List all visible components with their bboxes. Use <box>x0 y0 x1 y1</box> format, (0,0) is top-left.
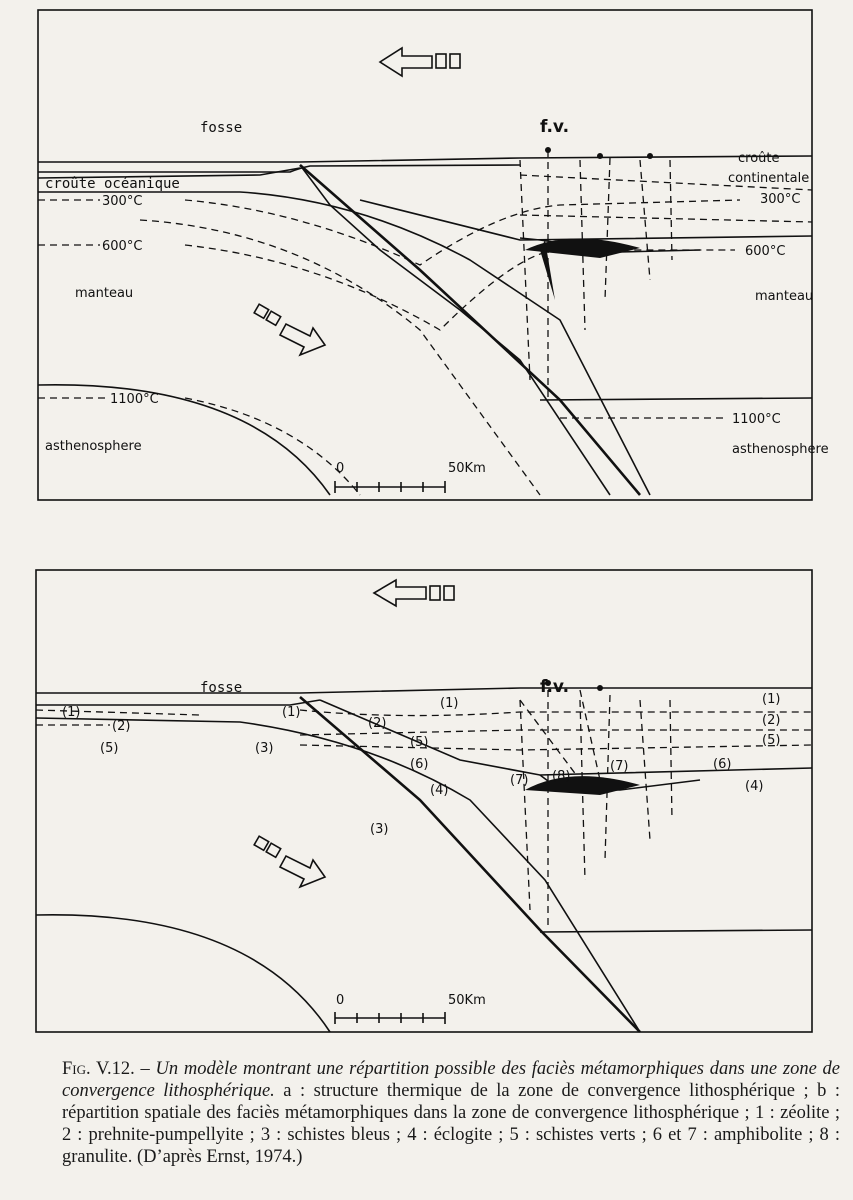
facies-label: (4) <box>430 783 448 798</box>
scale-bar: 0 50Km <box>334 993 486 1024</box>
figure-number: Fig. V.12. – <box>62 1059 150 1079</box>
facies-label: (5) <box>762 733 780 748</box>
fosse-label: fosse <box>200 120 242 136</box>
subduction-arrow <box>253 303 327 357</box>
magma-bodies <box>519 680 673 930</box>
facies-label: (2) <box>112 719 130 734</box>
facies-label: (8) <box>552 769 570 784</box>
magma-bodies <box>519 147 673 400</box>
figure-caption: Fig. V.12. – Un modèle montrant une répa… <box>62 1058 840 1168</box>
scale-end-label: 50Km <box>448 461 486 476</box>
facies-label: (5) <box>410 735 428 750</box>
continental-crust-label-1: croûte <box>738 151 780 166</box>
fosse-label: fosse <box>200 680 242 696</box>
facies-label: (4) <box>745 779 763 794</box>
scale-zero-label: 0 <box>336 461 344 476</box>
facies-label: (3) <box>370 822 388 837</box>
facies-label: (1) <box>762 692 780 707</box>
asthenosphere-label-left: asthenosphere <box>45 439 142 454</box>
volcanic-front-label: f.v. <box>540 117 569 137</box>
facies-label: (6) <box>410 757 428 772</box>
panel-b-frame <box>35 569 813 1033</box>
volcanic-front-label: f.v. <box>540 677 569 697</box>
plate-motion-arrow-left <box>372 578 455 608</box>
panel-a-thermal-structure: 0 50Km fosse f.v. croûte océanique croût… <box>37 9 829 501</box>
figure-diagrams: 0 50Km fosse f.v. croûte océanique croût… <box>35 9 829 1033</box>
scale-zero-label: 0 <box>336 993 344 1008</box>
facies-label: (2) <box>762 713 780 728</box>
scale-end-label: 50Km <box>448 993 486 1008</box>
isotherm-1100-right: 1100°C <box>732 412 781 427</box>
facies-label: (7) <box>510 773 528 788</box>
facies-label: (1) <box>62 705 80 720</box>
facies-label: (1) <box>440 696 458 711</box>
facies-labels: (1) (2) (5) (3) (1) (2) (5) (6) (4) (3) … <box>62 692 780 837</box>
isotherm-300-left: 300°C <box>102 194 142 209</box>
mantle-label-right: manteau <box>755 289 813 304</box>
continental-crust-label-2: continentale <box>728 171 809 186</box>
subduction-arrow <box>253 835 327 889</box>
scale-bar: 0 50Km <box>334 461 486 493</box>
caption-title: Un modèle montrant une répartition possi… <box>62 1059 840 1101</box>
facies-label: (6) <box>713 757 731 772</box>
isotherm-300-right: 300°C <box>760 192 800 207</box>
panel-b-metamorphic-facies: 0 50Km fosse f.v. (1) (2) (5) (3) (1) (2… <box>35 569 813 1033</box>
facies-label: (3) <box>255 741 273 756</box>
caption-body: a : structure thermique de la zone de co… <box>62 1081 840 1167</box>
asthenosphere-label-right: asthenosphere <box>732 442 829 457</box>
oceanic-crust-label: croûte océanique <box>45 176 180 192</box>
plate-motion-arrow-left <box>378 46 461 78</box>
isotherm-600-right: 600°C <box>745 244 785 259</box>
facies-label: (2) <box>368 716 386 731</box>
panel-a-frame <box>37 9 813 501</box>
isotherm-1100-left: 1100°C <box>110 392 159 407</box>
facies-label: (5) <box>100 741 118 756</box>
facies-label: (7) <box>610 759 628 774</box>
facies-label: (1) <box>282 705 300 720</box>
isotherm-600-left: 600°C <box>102 239 142 254</box>
mantle-label-left: manteau <box>75 286 133 301</box>
caption-source: (D’après Ernst, 1974.) <box>137 1147 303 1167</box>
